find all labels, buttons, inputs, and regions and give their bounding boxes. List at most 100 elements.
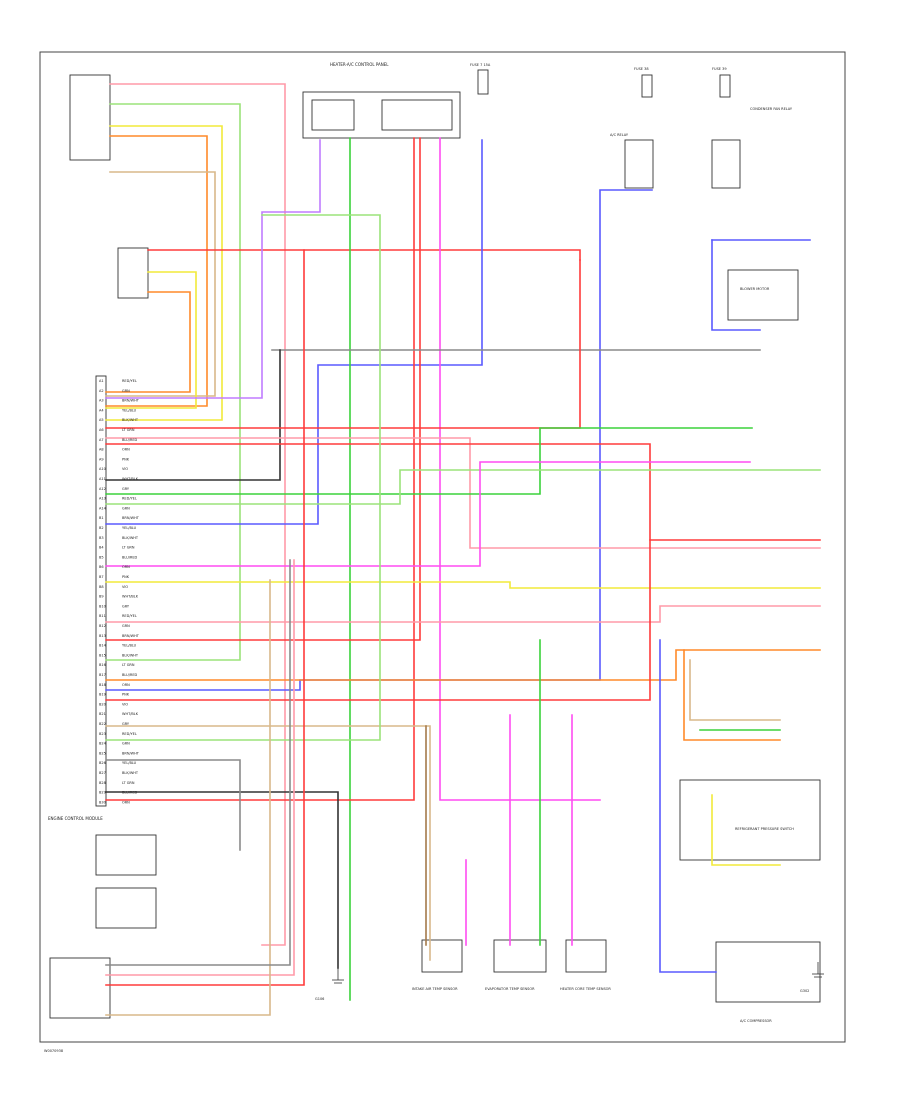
wire-orange-relay — [105, 291, 191, 393]
wire-pink-h2 — [105, 605, 821, 623]
ecm-pin-b30: B30 — [99, 800, 106, 804]
ecm-pin-a1: A1 — [99, 379, 104, 383]
wire-orange-h2 — [105, 649, 821, 681]
intake-sensor-label: INTAKE AIR TEMP SENSOR — [412, 987, 458, 991]
ecm-wire-tag: BLU/RED — [122, 791, 138, 795]
ecm-pin-a10: A10 — [99, 467, 106, 471]
ecm-pin-b19: B19 — [99, 693, 106, 697]
ecm-wire-tag: BRN/WHT — [122, 516, 140, 520]
ecm-pin-b21: B21 — [99, 712, 106, 716]
ecm-wire-tag: VIO — [122, 702, 128, 706]
ac-relay-label: A/C RELAY — [610, 133, 629, 137]
wire-red-panel2 — [105, 137, 421, 641]
ecm-wire-tag: BRN/WHT — [122, 634, 140, 638]
ecm-pin-b18: B18 — [99, 683, 106, 687]
ecm-pin-a9: A9 — [99, 457, 104, 461]
hvac-control-panel: HEATER-A/C CONTROL PANEL — [302, 62, 461, 139]
ecm-pin-b10: B10 — [99, 604, 106, 608]
ecm-wire-tag: PNK — [122, 693, 130, 697]
ecm-pin-b4: B4 — [99, 546, 104, 550]
ecm-pin-b1: B1 — [99, 516, 104, 520]
ecm-wire-tag: BLK/WHT — [122, 653, 139, 657]
ecm-pin-b8: B8 — [99, 585, 104, 589]
ecm-pin-a11: A11 — [99, 477, 106, 481]
wire-orange-right-v — [683, 649, 781, 741]
wire-violet — [105, 139, 321, 399]
ac-compressor-label: A/C COMPRESSOR — [740, 1019, 772, 1023]
ecm-wire-tag: BLK/WHT — [122, 536, 139, 540]
ecm-wire-tag: WHT/BLK — [122, 477, 139, 481]
refrigerant-switch-label: REFRIGERANT PRESSURE SWITCH — [735, 827, 794, 831]
ecm-pin-a12: A12 — [99, 487, 106, 491]
wire-yellow-h2 — [105, 581, 821, 589]
ecm-wire-tag: BLK/WHT — [122, 771, 139, 775]
wire-green-top — [105, 103, 241, 661]
ecm-pin-b27: B27 — [99, 771, 106, 775]
wire-pink-h1 — [105, 437, 821, 549]
evaporator-sensor: EVAPORATOR TEMP SENSOR — [485, 939, 547, 991]
wires — [105, 83, 821, 1016]
wire-blue — [105, 139, 483, 525]
ecm-wire-tag: WHT/BLK — [122, 595, 139, 599]
heater-core-sensor: HEATER CORE TEMP SENSOR — [560, 939, 611, 991]
ac-relay: A/C RELAY — [610, 133, 654, 189]
ecm-pin-b13: B13 — [99, 634, 106, 638]
evap-sensor-label: EVAPORATOR TEMP SENSOR — [485, 987, 535, 991]
ecm-pin-b9: B9 — [99, 595, 104, 599]
ecm-pin-b15: B15 — [99, 653, 106, 657]
wire-green-h1 — [105, 427, 753, 495]
wire-tan-h3 — [105, 725, 431, 961]
wire-yellow-top — [105, 125, 223, 421]
intake-air-sensor: INTAKE AIR TEMP SENSOR — [412, 939, 463, 991]
wire-orange-top — [105, 135, 208, 407]
left-switch-cluster — [69, 74, 149, 299]
bottom-left-connectors — [49, 834, 157, 1019]
ecm-wire-tag: PNK — [122, 575, 130, 579]
wire-red-panel — [105, 137, 415, 801]
ecm-pin-b16: B16 — [99, 663, 106, 667]
ecm-wire-tag: LT GRN — [122, 546, 135, 550]
wire-lightgreen-h3 — [105, 214, 381, 741]
ecm-wire-tag: WHT/BLK — [122, 712, 139, 716]
blower-motor: BLOWER MOTOR — [727, 269, 799, 321]
wire-gray-bl — [105, 559, 291, 966]
ecm-pin-b17: B17 — [99, 673, 106, 677]
top-fuse-label: FUSE 7 15A — [470, 63, 491, 67]
ecm-wire-tag: YEL/BLU — [122, 761, 137, 765]
ecm-wire-tag: YEL/BLU — [122, 526, 137, 530]
wire-red-h1 — [105, 259, 581, 429]
wire-pink-top — [109, 83, 286, 946]
ecm-pin-b2: B2 — [99, 526, 104, 530]
ecm-pin-b12: B12 — [99, 624, 106, 628]
engine-control-module: ENGINE CONTROL MODULE — [48, 375, 107, 821]
ecm-wire-tag: ORN — [122, 565, 130, 569]
hvac-control-label: HEATER-A/C CONTROL PANEL — [330, 62, 389, 67]
ecm-pin-a2: A2 — [99, 389, 104, 393]
ecm-pin-a7: A7 — [99, 438, 104, 442]
wire-magenta-panel — [439, 137, 601, 801]
frame-code: W0070938 — [44, 1049, 63, 1053]
ecm-wire-tag: LT GRN — [122, 428, 135, 432]
ecm-pin-b29: B29 — [99, 791, 106, 795]
fuse-right2-label: FUSE 39 — [712, 67, 727, 71]
wire-red-bl — [105, 249, 305, 986]
blower-label: BLOWER MOTOR — [740, 287, 770, 291]
diagram-frame — [39, 51, 846, 1043]
ground-left: G106 — [315, 968, 344, 1001]
wire-lightgreen-h1 — [105, 469, 821, 505]
ecm-wire-tag: GRN — [122, 624, 130, 628]
ecm-pin-a13: A13 — [99, 497, 106, 501]
ecm-pin-b20: B20 — [99, 702, 106, 706]
wire-pink-bl — [105, 559, 295, 976]
ecm-wire-tag: RED/YEL — [122, 497, 137, 501]
right-fuses: FUSE 38 FUSE 39 — [634, 67, 731, 98]
wire-black-long — [105, 349, 281, 481]
ecm-wire-tag: BLK/WHT — [122, 418, 139, 422]
top-fuse: FUSE 7 15A — [470, 63, 491, 95]
ecm-wire-tag: GRN — [122, 389, 130, 393]
ecm-pin-b3: B3 — [99, 536, 104, 540]
ecm-wire-tag: GRN — [122, 742, 130, 746]
ecm-pin-b11: B11 — [99, 614, 106, 618]
